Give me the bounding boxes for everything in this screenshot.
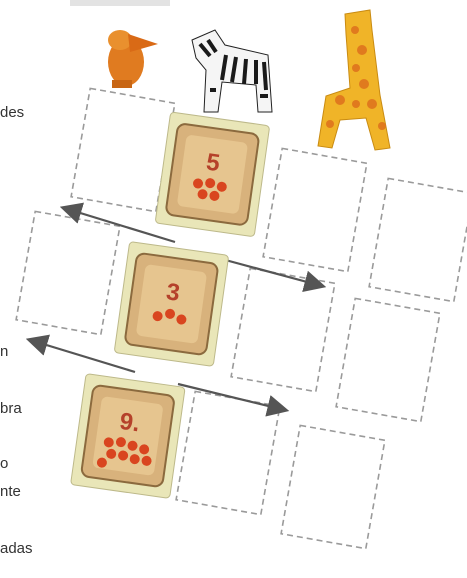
text-fragment-1: des xyxy=(0,104,25,121)
card-number: 5 xyxy=(205,149,222,178)
card-number: 9. xyxy=(118,408,142,438)
text-fragment-5: nte xyxy=(0,483,21,500)
giraffe-figure xyxy=(317,9,391,151)
empty-slot xyxy=(230,267,336,393)
arrow-right xyxy=(177,382,290,417)
card-number: 3 xyxy=(165,278,182,307)
zebra-figure xyxy=(191,29,273,113)
arrow-left xyxy=(59,202,176,244)
arrow-right xyxy=(217,256,327,293)
cut-off-text-line xyxy=(70,0,170,6)
toucan-figure xyxy=(108,30,158,88)
number-card-3: 3 xyxy=(114,241,229,367)
text-fragment-4: o xyxy=(0,455,9,472)
empty-slot xyxy=(368,177,467,303)
text-fragment-6: adas xyxy=(0,540,33,557)
number-card-5: 5 xyxy=(155,111,270,237)
empty-slot xyxy=(15,210,121,336)
empty-slot xyxy=(175,390,281,516)
text-fragment-2: n xyxy=(0,343,9,360)
empty-slot xyxy=(335,297,441,423)
empty-slot xyxy=(280,424,386,550)
empty-slot xyxy=(262,147,368,273)
number-card-9: 9. xyxy=(70,373,186,499)
text-fragment-3: bra xyxy=(0,400,22,417)
arrow-left xyxy=(25,334,136,374)
